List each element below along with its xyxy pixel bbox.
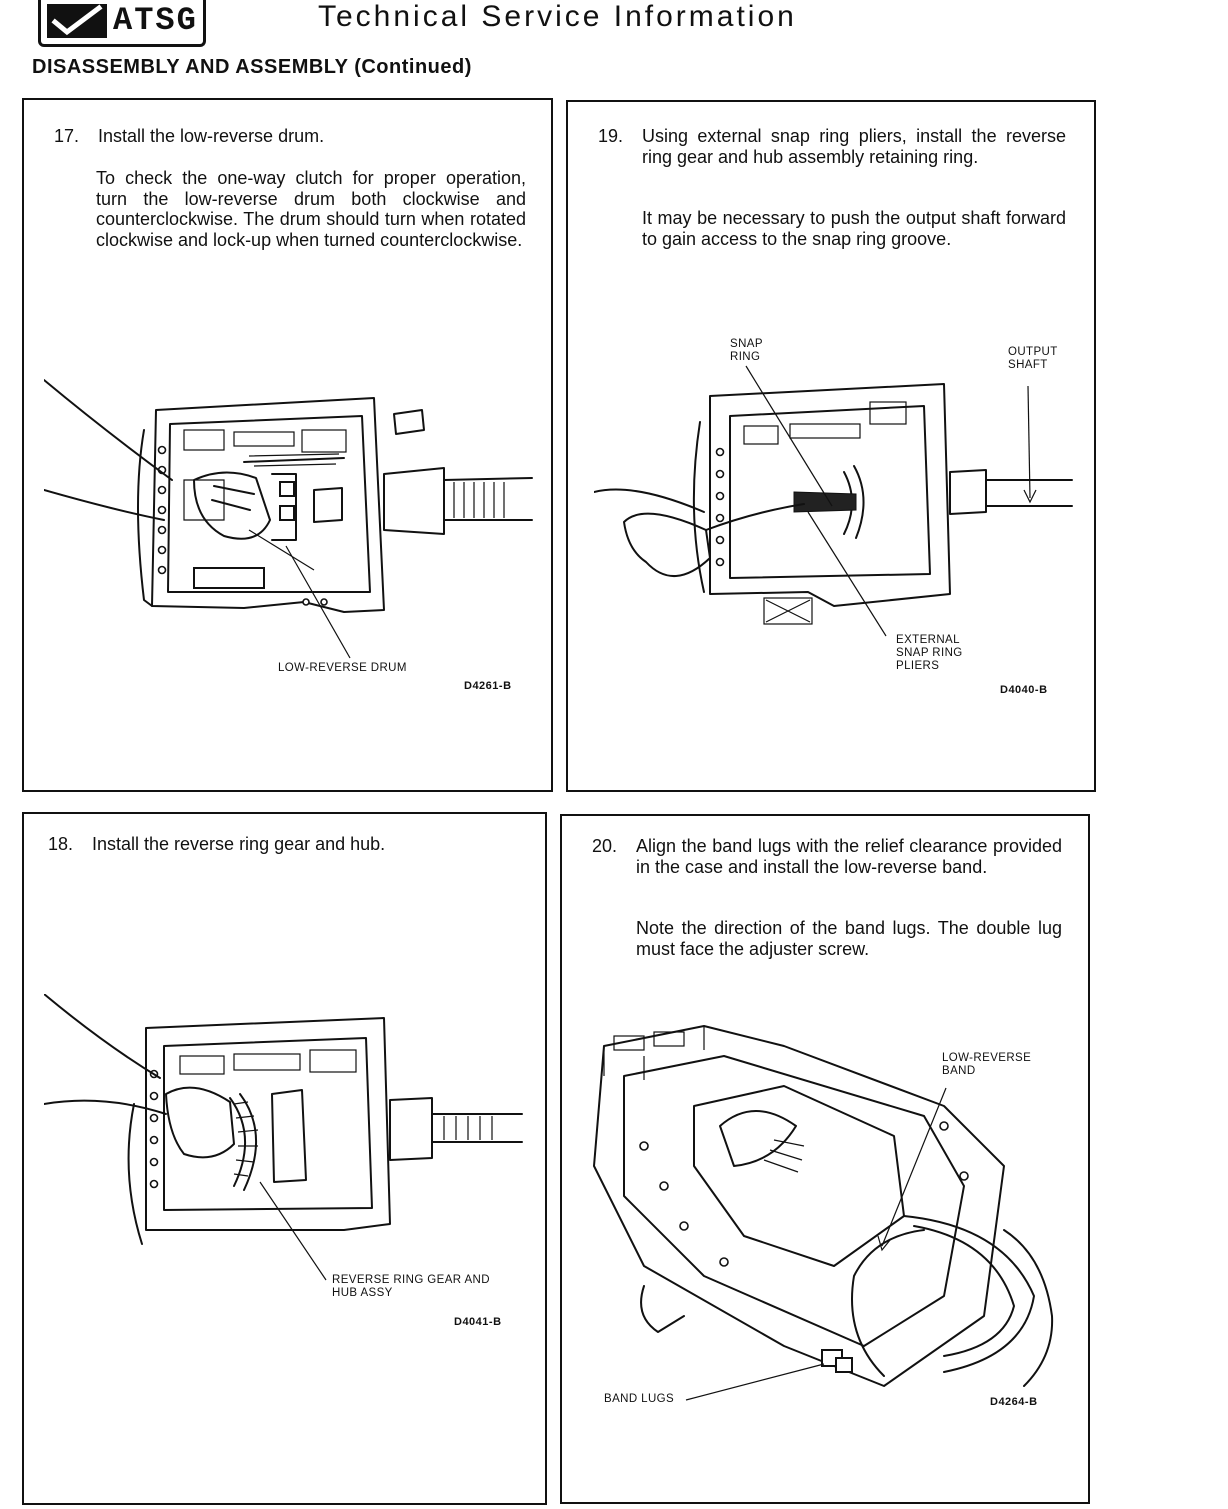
step-instruction: Using external snap ring pliers, install…	[642, 126, 1066, 167]
callout-reverse-ring-gear-and-hub-assy: REVERSE RING GEAR AND HUB ASSY	[332, 1274, 490, 1299]
step-note: To check the one-way clutch for proper o…	[96, 168, 526, 250]
step-20-panel: 20. Align the band lugs with the relief …	[560, 814, 1090, 1504]
low-reverse-drum-leader	[285, 545, 351, 659]
callout-low-reverse-drum: LOW-REVERSE DRUM	[278, 662, 407, 674]
checkmark-logo-icon	[47, 4, 107, 38]
callout-low-reverse-band: LOW-REVERSE BAND	[942, 1052, 1032, 1077]
section-title: DISASSEMBLY AND ASSEMBLY (Continued)	[32, 56, 472, 78]
figure-id: D4041-B	[454, 1316, 502, 1328]
figure-id: D4264-B	[990, 1396, 1038, 1408]
step-number: 17.	[54, 126, 80, 146]
low-reverse-band-illustration	[593, 1025, 1054, 1387]
step-instruction: Install the low-reverse drum.	[98, 126, 325, 146]
reverse-ring-gear-illustration	[44, 994, 523, 1245]
snap-ring-illustration	[594, 383, 1073, 625]
step-note: It may be necessary to push the output s…	[642, 208, 1066, 249]
figure-id: D4040-B	[1000, 684, 1048, 696]
step-18-panel: 18. Install the reverse ring gear and hu…	[22, 812, 547, 1505]
step-number: 20.	[592, 836, 618, 856]
step-17-panel: 17. Install the low-reverse drum. To che…	[22, 98, 553, 792]
step-number: 19.	[598, 126, 624, 146]
step-instruction: Install the reverse ring gear and hub.	[92, 834, 386, 854]
callout-snap-ring: SNAP RING	[730, 338, 763, 363]
callout-band-lugs: BAND LUGS	[604, 1393, 675, 1405]
snap-ring-leaders	[745, 365, 1037, 637]
step-note: Note the direction of the band lugs. The…	[636, 918, 1062, 959]
low-reverse-drum-illustration	[44, 379, 533, 613]
step-instruction: Align the band lugs with the relief clea…	[636, 836, 1062, 877]
step-number: 18.	[48, 834, 74, 854]
callout-external-snap-ring-pliers: EXTERNAL SNAP RING PLIERS	[896, 634, 963, 672]
step-19-panel: 19. Using external snap ring pliers, ins…	[566, 100, 1096, 792]
figure-id: D4261-B	[464, 680, 512, 692]
page-title: Technical Service Information	[318, 0, 797, 33]
callout-output-shaft: OUTPUT SHAFT	[1008, 346, 1058, 371]
logo-text: ATSG	[113, 2, 198, 39]
atsg-logo: ATSG	[38, 0, 206, 47]
reverse-ring-gear-leader	[259, 1181, 327, 1281]
low-reverse-band-leaders	[685, 1087, 947, 1401]
